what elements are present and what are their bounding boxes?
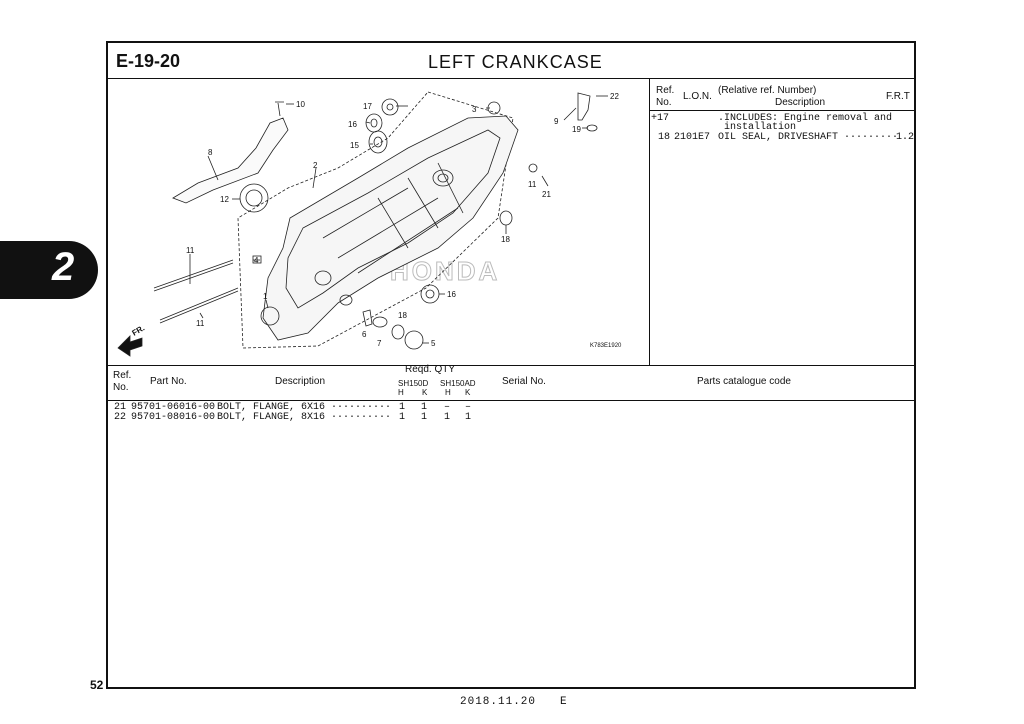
rt-row-desc: OIL SEAL, DRIVESHAFT ········· [718, 132, 899, 143]
callout-2: 2 [313, 161, 318, 170]
callout-15: 16 [348, 120, 357, 129]
rt-header-rule [650, 110, 916, 111]
parts-header-bottom-rule [108, 400, 914, 401]
section-number: 2 [52, 245, 75, 289]
callout-20: 19 [572, 125, 581, 134]
page-number: 52 [90, 678, 104, 692]
callout-22: 21 [542, 190, 551, 199]
pt-sub-k2: K [465, 388, 471, 397]
rt-row-frt: 1.2 [896, 132, 915, 143]
callout-21: 22 [610, 92, 619, 101]
pt-row-desc: BOLT, FLANGE, 8X16 ·········· [217, 412, 392, 423]
section-tab: 2 [0, 241, 98, 299]
rt-col-desc-bottom: Description [775, 97, 826, 108]
pt-col-description: Description [275, 376, 326, 387]
rt-row-desc: installation [718, 122, 797, 133]
callout-12: 11 [528, 180, 537, 189]
pt-row-q1: 1 [399, 412, 406, 423]
pt-row-desc: BOLT, FLANGE, 6X16 ·········· [217, 402, 392, 413]
pt-col-part-no: Part No. [150, 376, 187, 387]
exploded-parts-diagram: HONDA [117, 91, 620, 357]
pt-col-qty: Reqd. QTY [405, 364, 456, 375]
callout-10: 10 [296, 100, 305, 109]
front-arrow-icon [117, 335, 143, 357]
pt-row-part-no: 95701-06016-00 [131, 402, 216, 413]
rt-row-desc: .INCLUDES: Engine removal and [718, 113, 893, 124]
front-label: FR. [131, 323, 147, 337]
callout-7: 7 [377, 339, 382, 348]
rt-col-ref: Ref. [656, 85, 675, 96]
pt-col-serial: Serial No. [502, 376, 546, 387]
callout-11b: 11 [196, 319, 205, 328]
pt-row-q3: – [444, 402, 451, 413]
rt-col-desc-top: (Relative ref. Number) [718, 85, 817, 96]
pt-col-no: No. [113, 382, 129, 393]
rt-row-ref: 18 [658, 132, 671, 143]
pt-row-q4: – [465, 402, 472, 413]
footer-date: 2018.11.20 [460, 696, 537, 708]
pt-row-part-no: 95701-08016-00 [131, 412, 216, 423]
callout-3: 3 [472, 105, 477, 114]
callout-9: 9 [554, 117, 559, 126]
callout-11a: 11 [186, 246, 195, 255]
footer-edition: E [560, 696, 567, 708]
pt-row-ref: 22 [114, 412, 127, 423]
page-frame: E-19-20 LEFT CRANKCASE [106, 41, 916, 689]
rt-row-lon: 2101E7 [674, 132, 711, 143]
pt-model-2: SH150AD [440, 379, 476, 388]
rt-row-ref: +17 [651, 113, 670, 124]
pt-row-q2: 1 [421, 402, 428, 413]
pt-row-q1: 1 [399, 402, 406, 413]
pt-row-q2: 1 [421, 412, 428, 423]
rt-col-frt: F.R.T [886, 91, 910, 102]
diagram-callouts: 10 17 16 15 3 22 9 19 8 2 12 11 21 11 18… [131, 92, 620, 348]
diagram-divider [649, 78, 650, 365]
pt-model-1: SH150D [398, 379, 429, 388]
figure-reference: K783E1920 [590, 343, 622, 349]
rt-col-no: No. [656, 97, 672, 108]
callout-17: 16 [447, 290, 456, 299]
callout-1: 1 [263, 292, 268, 301]
section-code: E-19-20 [116, 51, 181, 71]
pt-row-q3: 1 [444, 412, 451, 423]
title-divider [108, 78, 914, 79]
pt-sub-h1: H [398, 388, 404, 397]
callout-5: 5 [431, 339, 436, 348]
pt-col-ref: Ref. [113, 370, 132, 381]
callout-14: 15 [350, 141, 359, 150]
callout-18: 18 [501, 235, 510, 244]
pt-sub-k1: K [422, 388, 428, 397]
pt-sub-h2: H [445, 388, 451, 397]
page-title: LEFT CRANKCASE [428, 52, 603, 72]
pt-row-q4: 1 [465, 412, 472, 423]
callout-6: 6 [362, 330, 367, 339]
parts-header-top-rule [108, 365, 914, 366]
pt-row-ref: 21 [114, 402, 127, 413]
callout-13: 12 [220, 195, 229, 204]
callout-8: 8 [208, 148, 213, 157]
pt-col-catalogue: Parts catalogue code [697, 376, 791, 387]
callout-19: 18 [398, 311, 407, 320]
rt-col-lon: L.O.N. [683, 91, 712, 102]
callout-4: 4 [254, 256, 259, 265]
callout-16: 17 [363, 102, 372, 111]
